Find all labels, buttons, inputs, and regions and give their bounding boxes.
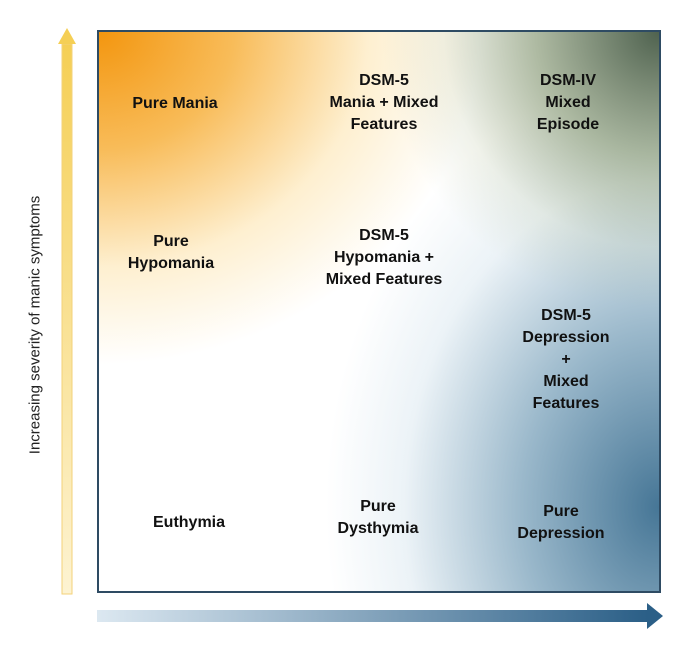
cell-dsm5-mania-mixed: DSM-5 Mania + Mixed Features: [329, 72, 439, 133]
y-axis-label: Increasing severity of manic symptoms: [26, 195, 44, 455]
cell-pure-mania: Pure Mania: [132, 95, 218, 112]
cell-dsmiv-mixed-episode: DSM-IV Mixed Episode: [536, 72, 600, 133]
cell-pure-hypomania: Pure Hypomania: [127, 233, 215, 272]
symptom-grid: Pure Mania DSM-5 Mania + Mixed Features …: [97, 30, 661, 593]
cell-pure-depression: Pure Depression: [517, 503, 605, 542]
cell-dsm5-depression-mixed: DSM-5 Depression + Mixed Features: [522, 307, 610, 412]
mixed-gradient: [99, 32, 659, 591]
cell-dsm5-hypomania-mixed: DSM-5 Hypomania + Mixed Features: [325, 227, 443, 288]
cell-euthymia: Euthymia: [152, 514, 226, 531]
cell-pure-dysthymia: Pure Dysthymia: [337, 498, 419, 537]
